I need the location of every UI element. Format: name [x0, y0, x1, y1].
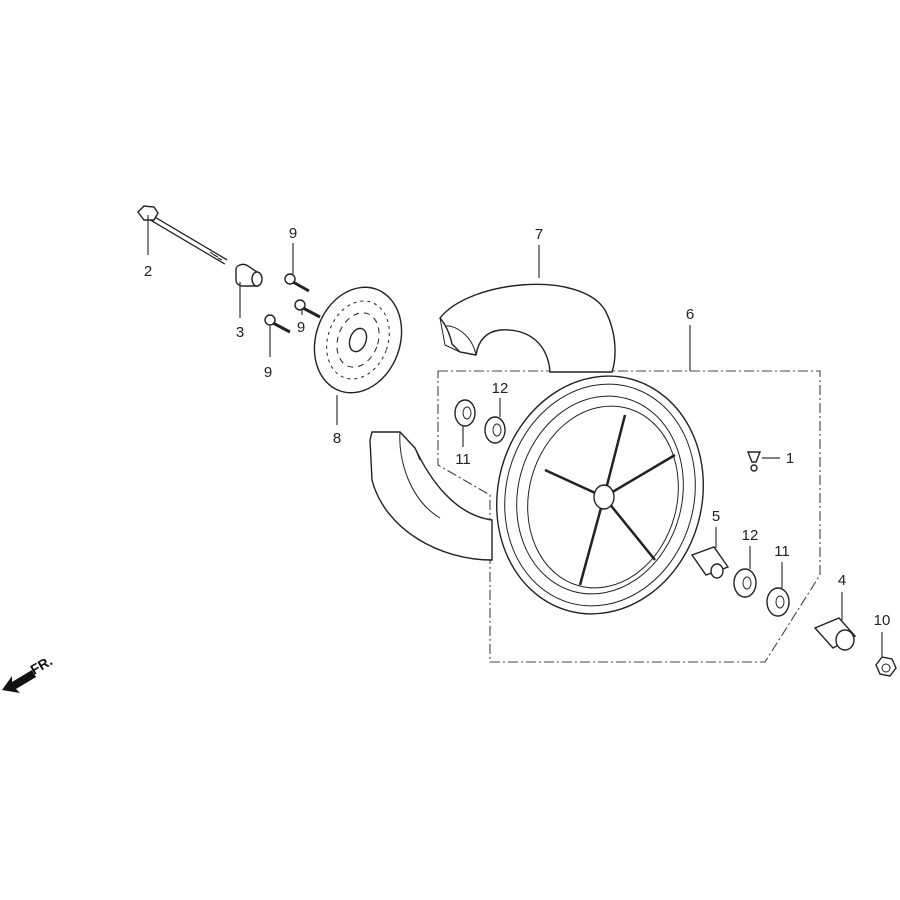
distance-collar[interactable]: [690, 546, 730, 579]
wheel-spokes: [544, 414, 676, 586]
callout-3: 3: [236, 324, 244, 341]
wheel-hub: [593, 484, 615, 510]
tire-upper-section[interactable]: [439, 283, 616, 373]
callout-5: 5: [712, 508, 720, 525]
callout-11: 11: [774, 543, 790, 560]
front-arrow-icon: [2, 670, 36, 693]
dust-seal[interactable]: [454, 399, 476, 427]
callout-6: 6: [686, 306, 694, 323]
callout-8: 8: [333, 430, 341, 447]
callout-4: 4: [838, 572, 846, 589]
wheel-assembly-boundary: [437, 370, 821, 663]
tire-valve[interactable]: [746, 451, 762, 472]
disc-bolt[interactable]: [294, 299, 321, 319]
axle-collar[interactable]: [235, 263, 263, 287]
callout-10: 10: [874, 612, 891, 629]
callout-2: 2: [144, 263, 152, 280]
side-collar[interactable]: [813, 617, 857, 651]
disc-bolt[interactable]: [264, 314, 291, 334]
axle-bolt[interactable]: [137, 205, 228, 265]
callout-9: 9: [297, 319, 305, 336]
callout-12: 12: [492, 380, 509, 397]
callout-9: 9: [264, 364, 272, 381]
callout-11: 11: [455, 451, 471, 468]
callout-7: 7: [535, 226, 543, 243]
bearing[interactable]: [484, 416, 506, 444]
leader-lines: [147, 215, 883, 657]
bearing[interactable]: [733, 568, 757, 598]
axle-nut[interactable]: [875, 656, 897, 677]
callout-1: 1: [786, 450, 794, 467]
wheel-rim[interactable]: [470, 353, 729, 638]
dust-seal[interactable]: [766, 587, 790, 617]
front-direction-indicator: FR.: [2, 652, 55, 693]
tire-lower-section[interactable]: [369, 431, 493, 561]
callout-9: 9: [289, 225, 297, 242]
disc-bolt[interactable]: [284, 273, 310, 293]
brake-disc[interactable]: [300, 275, 416, 405]
callout-12: 12: [742, 527, 759, 544]
